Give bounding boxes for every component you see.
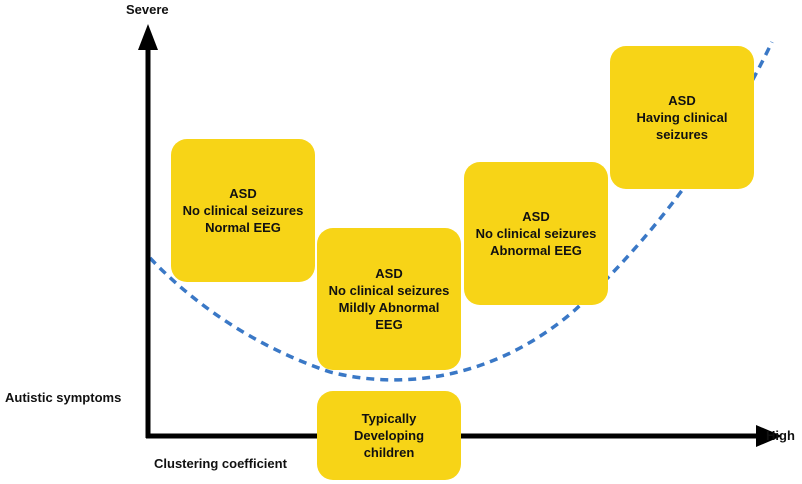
box-line: Normal EEG: [205, 220, 281, 235]
box-line: Mildly Abnormal: [338, 300, 440, 315]
box-asd-clinical-seizures: ASD Having clinical seizures: [610, 46, 754, 189]
box-line: ASD: [522, 209, 550, 224]
box-line: ASD: [229, 186, 257, 201]
x-axis-label: Clustering coefficient: [154, 456, 287, 471]
box-line: seizures: [655, 127, 709, 142]
box-line: No clinical seizures: [182, 203, 304, 218]
box-line: Developing: [353, 428, 425, 443]
box-line: ASD: [375, 266, 403, 281]
box-line: Typically: [361, 411, 417, 426]
box-asd-mildly-abnormal-eeg: ASD No clinical seizures Mildly Abnormal…: [317, 228, 461, 370]
x-axis-arrowhead: [756, 425, 782, 447]
box-line: Having clinical: [636, 110, 728, 125]
y-axis-arrowhead: [138, 24, 158, 50]
box-asd-abnormal-eeg: ASD No clinical seizures Abnormal EEG: [464, 162, 608, 305]
x-axis-end-label: High: [766, 428, 795, 443]
trend-curve: [148, 41, 774, 382]
y-axis-top-label: Severe: [126, 2, 169, 17]
box-line: children: [363, 445, 415, 460]
y-axis-label: Autistic symptoms: [5, 390, 122, 405]
box-line: ASD: [668, 93, 696, 108]
box-asd-normal-eeg: ASD No clinical seizures Normal EEG: [171, 139, 315, 282]
box-line: Abnormal EEG: [490, 243, 582, 258]
box-line: EEG: [375, 317, 403, 332]
box-line: No clinical seizures: [475, 226, 597, 241]
box-typically-developing: Typically Developing children: [317, 391, 461, 480]
box-line: No clinical seizures: [328, 283, 450, 298]
